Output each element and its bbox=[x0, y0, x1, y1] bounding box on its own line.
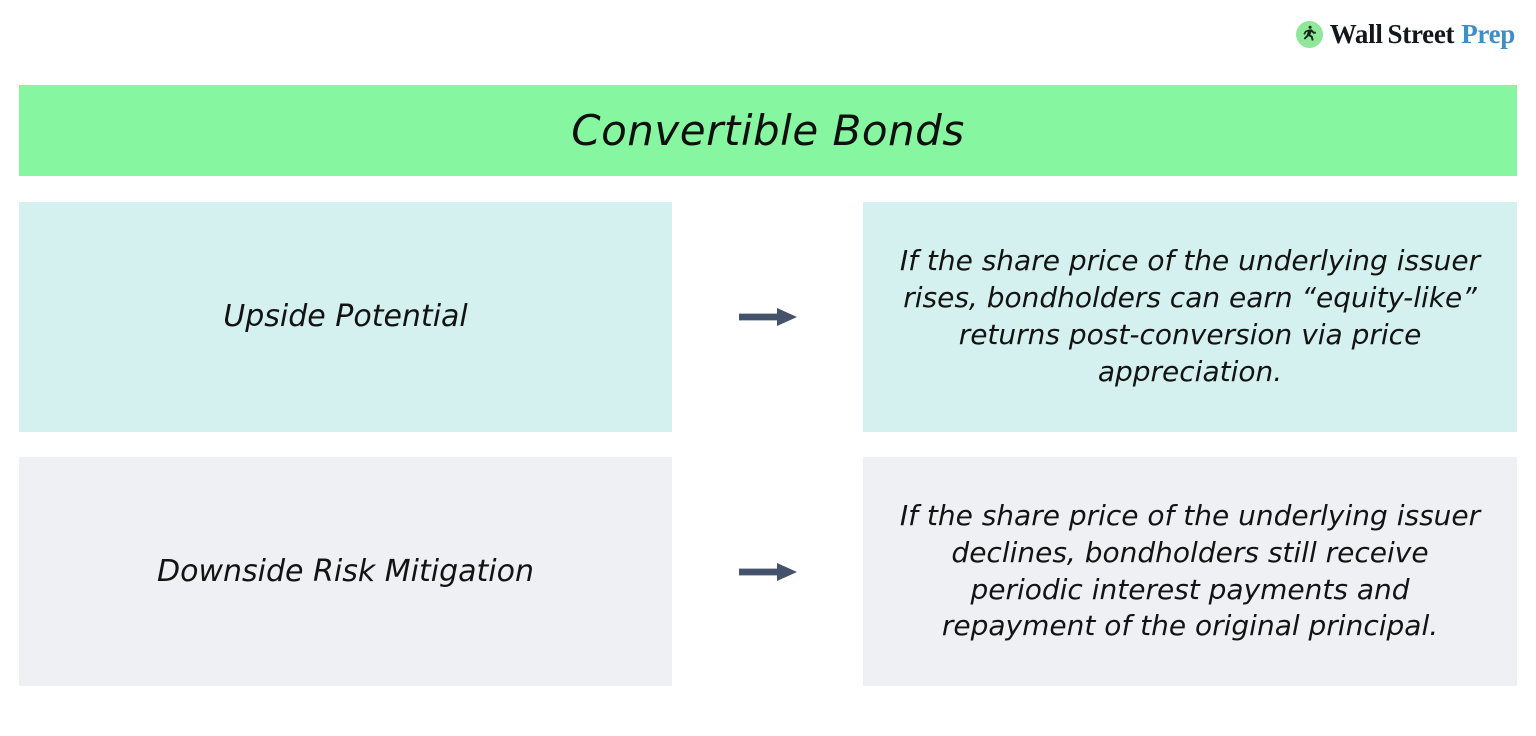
description-text-upside-potential: If the share price of the underlying iss… bbox=[899, 244, 1481, 388]
label-box-upside-potential: Upside Potential bbox=[19, 202, 672, 432]
description-box-downside-risk-mitigation: If the share price of the underlying iss… bbox=[863, 457, 1517, 686]
brand-word-wall: Wall bbox=[1329, 18, 1383, 49]
brand-word-prep: Prep bbox=[1461, 18, 1515, 49]
row-downside-risk-mitigation: Downside Risk Mitigation If the share pr… bbox=[19, 457, 1517, 686]
page-title: Convertible Bonds bbox=[571, 106, 965, 155]
label-text-upside-potential: Upside Potential bbox=[223, 299, 468, 335]
label-text-downside-risk-mitigation: Downside Risk Mitigation bbox=[157, 553, 534, 589]
arrow-right-icon bbox=[738, 308, 797, 326]
label-box-downside-risk-mitigation: Downside Risk Mitigation bbox=[19, 457, 672, 686]
brand-word-street: Street bbox=[1387, 18, 1455, 49]
row-upside-potential: Upside Potential If the share price of t… bbox=[19, 202, 1517, 432]
arrow-cell-upside bbox=[672, 202, 863, 432]
description-box-upside-potential: If the share price of the underlying iss… bbox=[863, 202, 1517, 432]
arrow-right-icon bbox=[738, 562, 797, 581]
description-text-downside-risk-mitigation: If the share price of the underlying iss… bbox=[899, 498, 1481, 643]
arrow-cell-downside bbox=[672, 457, 863, 686]
title-banner: Convertible Bonds bbox=[19, 85, 1517, 176]
running-bull-icon bbox=[1295, 20, 1323, 48]
